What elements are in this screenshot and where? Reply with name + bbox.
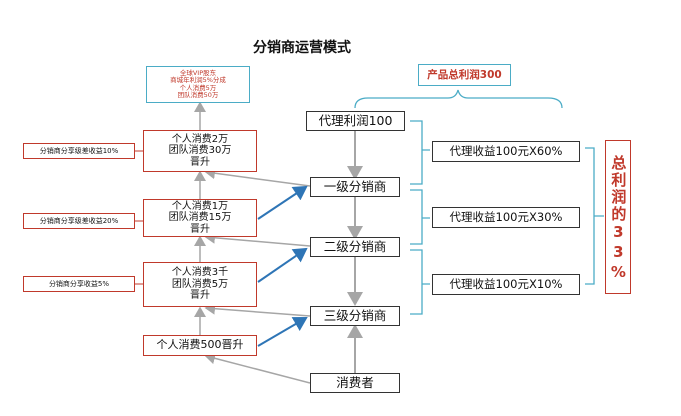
income-box-60: 代理收益100元X60% xyxy=(432,141,580,162)
diagram-title: 分销商运营模式 xyxy=(253,40,351,56)
share-label-10: 分销商分享级差收益10% xyxy=(23,143,135,159)
brace-level1 xyxy=(410,189,430,245)
profit-brace xyxy=(354,89,563,109)
level3-distributor-box: 三级分销商 xyxy=(310,306,400,326)
brace-total xyxy=(585,147,604,285)
entry-promo-box: 个人消费500晋升 xyxy=(143,335,257,356)
promo-box-level3: 个人消费3千 团队消费5万 晋升 xyxy=(143,262,257,307)
promo-box-level1: 个人消费2万 团队消费30万 晋升 xyxy=(143,130,257,172)
share-label-20: 分销商分享级差收益20% xyxy=(23,213,135,229)
promote-to-level3 xyxy=(257,316,308,347)
agent-profit-box: 代理利润100 xyxy=(306,111,405,131)
income-box-30: 代理收益100元X30% xyxy=(432,207,580,228)
total-profit-box: 总利润的33% xyxy=(605,140,631,294)
share-label-5: 分销商分享收益5% xyxy=(23,276,135,292)
brace-level2 xyxy=(410,249,430,315)
vip-shareholder-box: 全球VIP股东 商城年利润5%分成 个人消费5万 团队消费50万 xyxy=(146,66,250,103)
income-box-10: 代理收益100元X10% xyxy=(432,274,580,295)
brace-agent xyxy=(410,120,430,185)
level1-distributor-box: 一级分销商 xyxy=(310,177,400,197)
promote-to-level1 xyxy=(257,185,308,220)
promo-box-level2: 个人消费1万 团队消费15万 晋升 xyxy=(143,199,257,237)
promote-to-level2 xyxy=(257,247,308,283)
product-profit-box: 产品总利润300 xyxy=(418,64,511,86)
consumer-box: 消费者 xyxy=(310,373,400,393)
level2-distributor-box: 二级分销商 xyxy=(310,237,400,257)
